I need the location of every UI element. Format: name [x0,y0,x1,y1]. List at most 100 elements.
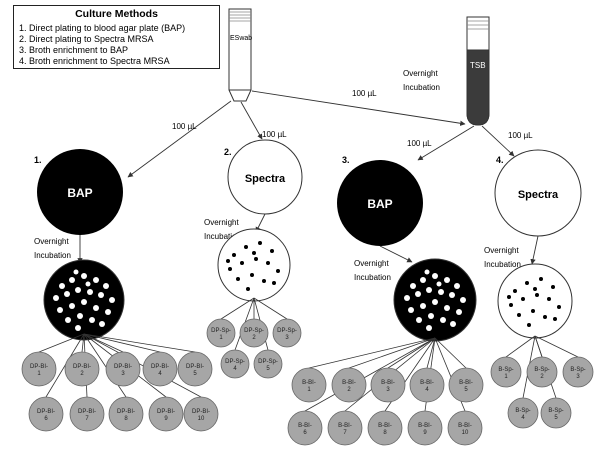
subculture-label: DP-BI-1 [30,364,48,377]
colony [432,273,438,279]
subculture-plate [28,396,64,432]
colony [428,313,434,319]
colony [507,295,511,299]
legend-title: Culture Methods [75,8,158,20]
subculture-label: B-BI-1 [302,380,316,393]
colony [85,281,91,287]
overnight-incubation-tsb: Overnight Incubation [403,69,440,92]
subculture-line [81,333,85,353]
colony [456,309,462,315]
subculture-line [505,335,536,358]
subculture-label: B-Sp-1 [498,367,513,380]
arrow-tsb-to-spectra [481,125,515,157]
overnight-incubation-3: Overnight Incubation [354,259,391,282]
plate-1-name: BAP [67,186,92,200]
subculture-line [308,337,436,369]
colony [53,295,59,301]
subculture-plate [327,410,363,446]
tsb-label: TSB [470,61,486,70]
subculture-plate [447,410,483,446]
colony [517,313,521,317]
colony [460,297,466,303]
colony [250,273,254,277]
colony [553,317,557,321]
plate-4-number: 4. [496,155,504,165]
subculture-line [387,337,436,369]
subculture-plates: DP-BI-1DP-BI-2DP-BI-3DP-BI-4DP-BI-5DP-BI… [21,318,594,446]
colony [240,261,244,265]
legend-box: Culture Methods 1. Direct plating to blo… [13,5,220,69]
subculture-line [426,337,436,369]
subculture-label: DP-Sp-2 [244,328,264,341]
subculture-plate [253,349,283,379]
colony [454,283,460,289]
colony-plate-b-spectra [497,263,573,339]
subculture-label: B-Sp-4 [515,408,530,421]
subculture-plate [272,318,302,348]
colony [525,281,529,285]
subculture-plate [206,318,236,348]
subculture-plate [21,351,57,387]
colony [404,295,410,301]
subculture-label: DP-Sp-1 [211,328,231,341]
colony [535,293,539,297]
colony [416,317,422,323]
volume-label-tsb: 100 µL [352,89,377,98]
colony [426,325,432,331]
colony [547,297,551,301]
subculture-label: DP-BI-4 [151,364,169,377]
colony [440,317,446,323]
colony [432,299,438,305]
subculture-plate [142,351,178,387]
subculture-label: DP-Sp-3 [277,328,297,341]
subculture-line [38,333,85,353]
volume-label-bap: 100 µL [172,122,197,131]
subculture-label: DP-Sp-4 [225,359,245,372]
subculture-line [534,335,579,358]
subculture-label: B-BI-7 [338,423,352,436]
subculture-plate [239,318,269,348]
colony [59,283,65,289]
colony [436,281,442,287]
subculture-label: B-Sp-2 [534,367,549,380]
colony [77,313,83,319]
subculture-label: B-BI-5 [459,380,473,393]
subculture-line [220,297,255,320]
colony [420,277,426,283]
volume-label-spectra: 100 µL [262,130,287,139]
colony [109,297,115,303]
arrow-eswab-to-tsb [251,90,466,126]
eswab-label: ESwab [230,35,252,42]
colony [420,303,426,309]
colony [105,309,111,315]
subculture-plate [409,367,445,403]
colony [513,289,517,293]
subculture-label: DP-BI-10 [192,409,210,422]
colony [543,315,547,319]
volume-label-broth-spectra: 100 µL [508,131,533,140]
plate-2-spectra: Spectra [227,139,303,215]
subculture-plate [370,367,406,403]
plate-3-name: BAP [367,197,392,211]
plate-1-number: 1. [34,155,42,165]
colony [87,289,93,295]
colony [527,323,531,327]
overnight-incubation-2: Overnight Incubation [204,218,241,241]
colony-plate-b-bap [393,258,477,342]
subculture-line [83,333,202,398]
overnight-incubation-1: Overnight Incubation [34,237,71,260]
subculture-label: DP-BI-3 [114,364,132,377]
subculture-plate [64,351,100,387]
colony [410,283,416,289]
subculture-label: B-BI-2 [342,380,356,393]
subculture-plate [108,396,144,432]
legend-item-3: 3. Broth enrichment to BAP [19,45,129,55]
colony [244,245,248,249]
legend-item-1: 1. Direct plating to blood agar plate (B… [19,23,186,33]
subculture-plate [540,397,572,429]
plate-2-name: Spectra [245,173,286,185]
colony [93,277,99,283]
subculture-line [83,333,127,398]
arrow-eswab-to-spectra [240,101,263,140]
subculture-label: B-BI-3 [381,380,395,393]
